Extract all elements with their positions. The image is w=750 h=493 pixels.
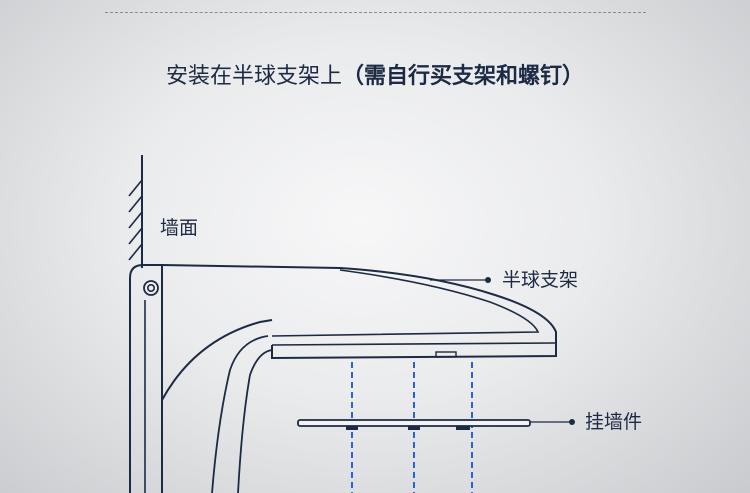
mount-plate-label: 挂墙件 bbox=[585, 411, 643, 433]
dashed-divider bbox=[105, 12, 646, 13]
bracket-arm-inner bbox=[271, 269, 540, 337]
bracket-neck-edge bbox=[237, 349, 273, 493]
bracket-arm bbox=[161, 264, 557, 360]
leader-bracket bbox=[430, 277, 491, 283]
bracket-wall-plate bbox=[129, 264, 163, 493]
title-note: （需自行买支架和螺钉） bbox=[342, 64, 585, 89]
bracket-neck-outer bbox=[161, 319, 273, 401]
wall-mount-plate bbox=[297, 419, 531, 430]
screw-icon bbox=[143, 280, 159, 296]
bracket-arm-lower bbox=[271, 342, 557, 346]
title-main: 安装在半球支架上 bbox=[165, 64, 342, 89]
bracket-neck-inner bbox=[211, 335, 269, 493]
bracket-notch bbox=[435, 351, 457, 358]
wall-label: 墙面 bbox=[160, 217, 199, 239]
leader-plate bbox=[530, 419, 575, 425]
wall-hatching bbox=[128, 179, 143, 261]
page-title: 安装在半球支架上（需自行买支架和螺钉） bbox=[0, 58, 750, 90]
bracket-label: 半球支架 bbox=[502, 269, 579, 291]
